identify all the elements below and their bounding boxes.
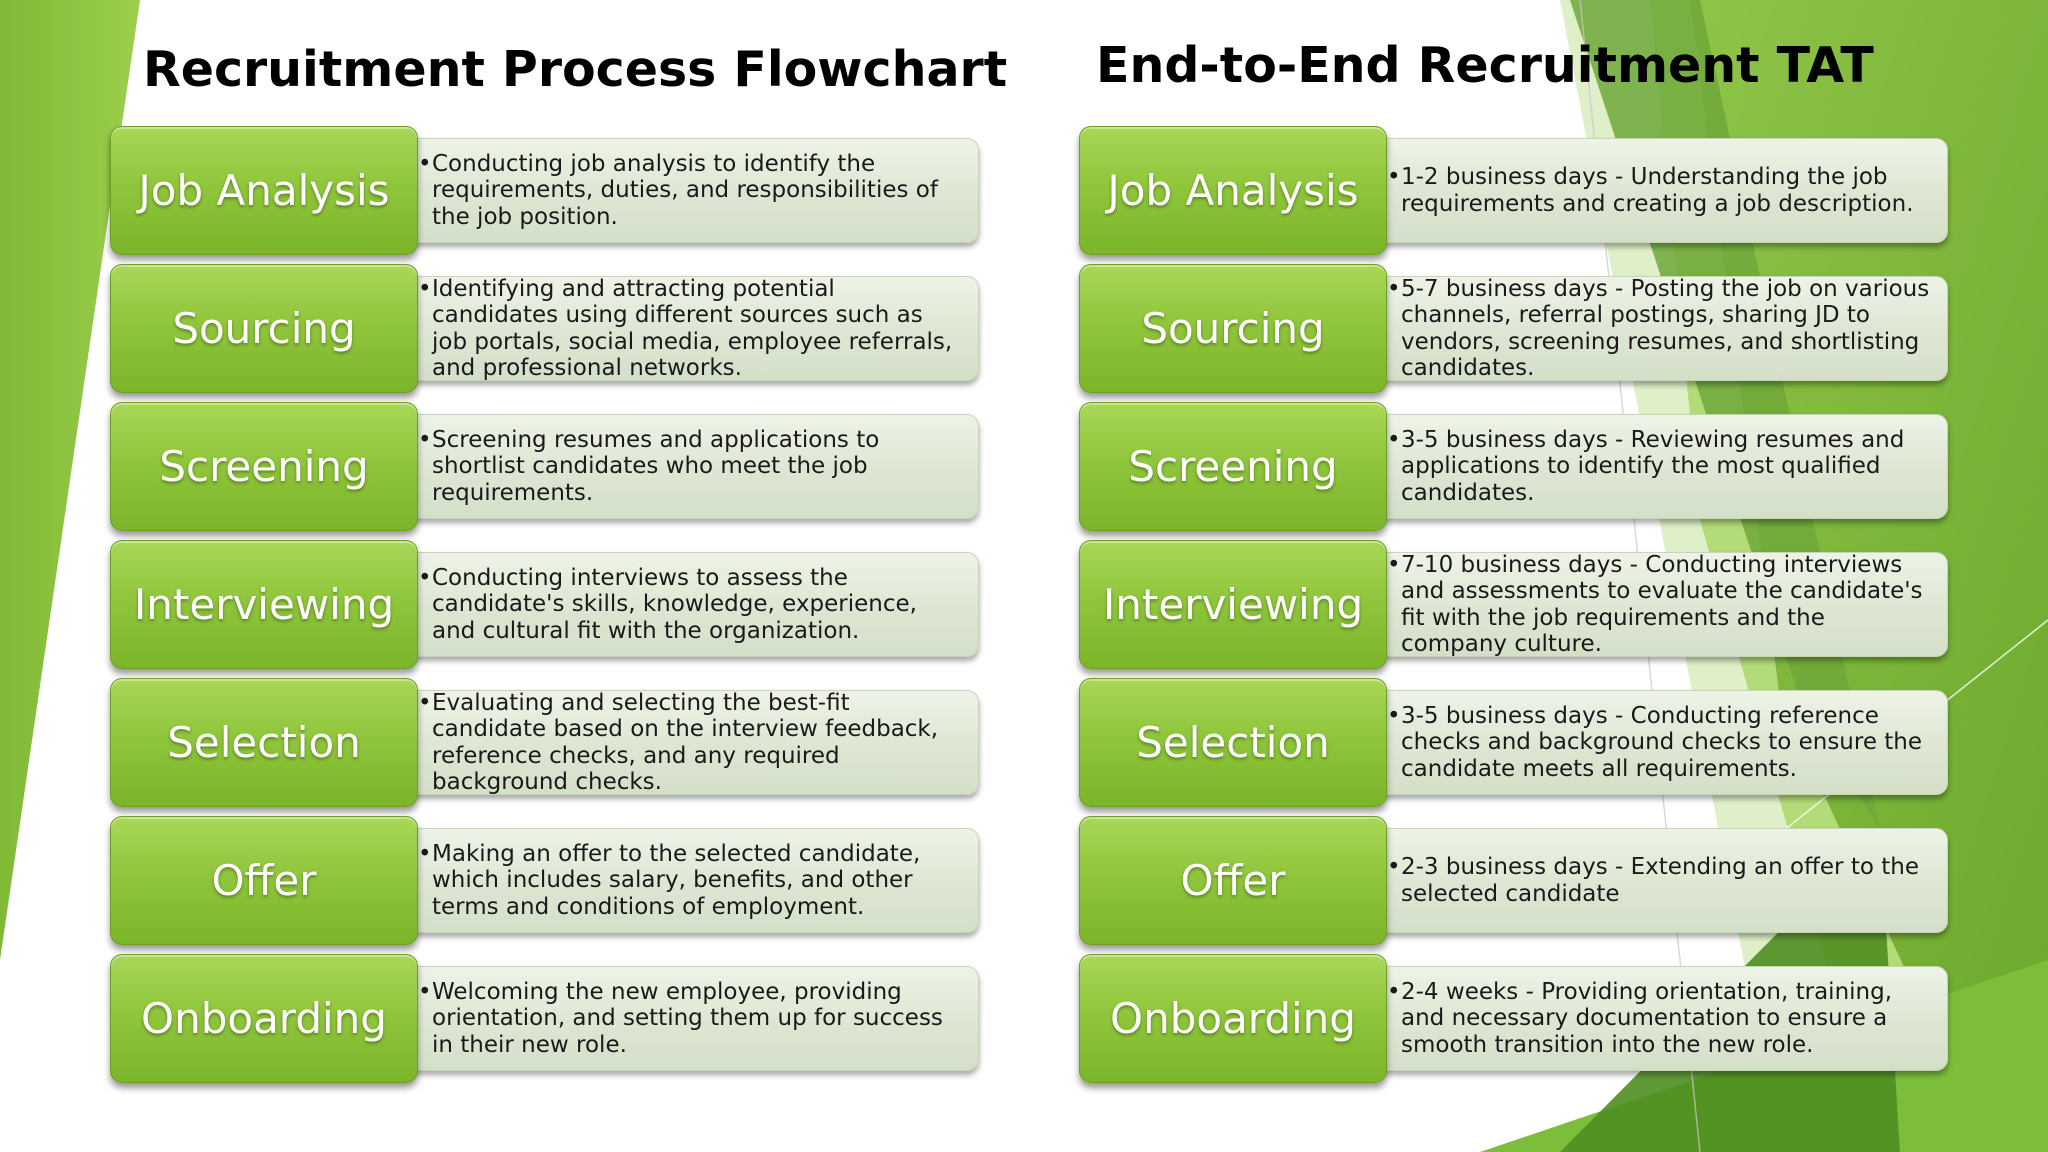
tat-detail-text: 5-7 business days - Posting the job on v…	[1401, 275, 1930, 382]
process-detail-text: Conducting interviews to assess the cand…	[432, 564, 917, 644]
process-step-label: Sourcing	[172, 304, 356, 353]
tat-detail-box: •1-2 business days - Understanding the j…	[1354, 138, 1948, 243]
process-step-box: Sourcing	[110, 264, 418, 393]
tat-row-interviewing: •7-10 business days - Conducting intervi…	[1079, 540, 1949, 672]
process-detail-box: •Evaluating and selecting the best-fit c…	[385, 690, 979, 795]
process-step-box: Selection	[110, 678, 418, 807]
process-detail-text: Evaluating and selecting the best-fit ca…	[432, 689, 939, 796]
process-row-job-analysis: •Conducting job analysis to identify the…	[110, 126, 980, 258]
tat-detail-box: •2-4 weeks - Providing orientation, trai…	[1354, 966, 1948, 1071]
tat-detail-text: 3-5 business days - Reviewing resumes an…	[1401, 426, 1905, 506]
bullet-glyph: •	[1387, 978, 1401, 1005]
process-detail-box: •Conducting interviews to assess the can…	[385, 552, 979, 657]
tat-row-sourcing: •5-7 business days - Posting the job on …	[1079, 264, 1949, 396]
process-row-onboarding: •Welcoming the new employee, providing o…	[110, 954, 980, 1086]
tat-row-screening: •3-5 business days - Reviewing resumes a…	[1079, 402, 1949, 534]
process-detail-text: Making an offer to the selected candidat…	[432, 840, 921, 920]
process-detail-box: •Welcoming the new employee, providing o…	[385, 966, 979, 1071]
bullet-glyph: •	[1387, 551, 1401, 578]
tat-step-label: Screening	[1128, 442, 1338, 491]
tat-step-label: Offer	[1180, 856, 1286, 905]
process-detail-box: •Making an offer to the selected candida…	[385, 828, 979, 933]
tat-detail-text: 2-4 weeks - Providing orientation, train…	[1401, 978, 1893, 1058]
process-step-label: Onboarding	[141, 994, 387, 1043]
process-detail-text: Welcoming the new employee, providing or…	[432, 978, 943, 1058]
bullet-glyph: •	[1387, 426, 1401, 453]
title-recruitment-process-flowchart: Recruitment Process Flowchart	[143, 41, 1008, 98]
process-detail-text: Conducting job analysis to identify the …	[432, 150, 938, 230]
process-row-sourcing: •Identifying and attracting potential ca…	[110, 264, 980, 396]
process-step-box: Interviewing	[110, 540, 418, 669]
process-step-box: Job Analysis	[110, 126, 418, 255]
process-step-box: Screening	[110, 402, 418, 531]
tat-step-box: Selection	[1079, 678, 1387, 807]
tat-step-label: Onboarding	[1110, 994, 1356, 1043]
tat-step-box: Offer	[1079, 816, 1387, 945]
process-row-offer: •Making an offer to the selected candida…	[110, 816, 980, 948]
bullet-glyph: •	[418, 275, 432, 302]
bullet-glyph: •	[418, 150, 432, 177]
bullet-glyph: •	[1387, 164, 1401, 190]
process-detail-text: Identifying and attracting potential can…	[432, 275, 953, 382]
process-row-selection: •Evaluating and selecting the best-fit c…	[110, 678, 980, 810]
tat-step-box: Job Analysis	[1079, 126, 1387, 255]
tat-detail-text: 1-2 business days - Understanding the jo…	[1401, 164, 1914, 217]
tat-step-label: Job Analysis	[1107, 166, 1359, 215]
tat-row-job-analysis: •1-2 business days - Understanding the j…	[1079, 126, 1949, 258]
process-detail-box: •Screening resumes and applications to s…	[385, 414, 979, 519]
bullet-glyph: •	[418, 689, 432, 716]
bullet-glyph: •	[1387, 275, 1401, 302]
bullet-glyph: •	[418, 840, 432, 867]
process-detail-text: Screening resumes and applications to sh…	[432, 426, 880, 506]
process-step-box: Onboarding	[110, 954, 418, 1083]
tat-detail-text: 3-5 business days - Conducting reference…	[1401, 702, 1923, 782]
process-row-interviewing: •Conducting interviews to assess the can…	[110, 540, 980, 672]
tat-detail-box: •3-5 business days - Conducting referenc…	[1354, 690, 1948, 795]
left-green-wedge	[0, 0, 140, 960]
tat-detail-text: 7-10 business days - Conducting intervie…	[1401, 551, 1923, 658]
process-step-label: Interviewing	[133, 580, 395, 629]
process-step-label: Screening	[159, 442, 369, 491]
tat-row-selection: •3-5 business days - Conducting referenc…	[1079, 678, 1949, 810]
tat-step-label: Sourcing	[1141, 304, 1325, 353]
tat-row-onboarding: •2-4 weeks - Providing orientation, trai…	[1079, 954, 1949, 1086]
bullet-glyph: •	[418, 978, 432, 1005]
bullet-glyph: •	[418, 426, 432, 453]
bullet-glyph: •	[418, 564, 432, 591]
tat-row-offer: •2-3 business days - Extending an offer …	[1079, 816, 1949, 948]
tat-step-label: Interviewing	[1102, 580, 1364, 629]
tat-detail-box: •2-3 business days - Extending an offer …	[1354, 828, 1948, 933]
process-step-label: Selection	[167, 718, 361, 767]
tat-step-label: Selection	[1136, 718, 1330, 767]
tat-step-box: Screening	[1079, 402, 1387, 531]
tat-step-box: Interviewing	[1079, 540, 1387, 669]
tat-detail-box: •5-7 business days - Posting the job on …	[1354, 276, 1948, 381]
tat-detail-text: 2-3 business days - Extending an offer t…	[1401, 854, 1919, 907]
tat-detail-box: •7-10 business days - Conducting intervi…	[1354, 552, 1948, 657]
tat-step-box: Onboarding	[1079, 954, 1387, 1083]
bullet-glyph: •	[1387, 702, 1401, 729]
tat-detail-box: •3-5 business days - Reviewing resumes a…	[1354, 414, 1948, 519]
tat-step-box: Sourcing	[1079, 264, 1387, 393]
process-detail-box: •Identifying and attracting potential ca…	[385, 276, 979, 381]
process-detail-box: •Conducting job analysis to identify the…	[385, 138, 979, 243]
process-step-label: Job Analysis	[138, 166, 390, 215]
process-row-screening: •Screening resumes and applications to s…	[110, 402, 980, 534]
process-step-box: Offer	[110, 816, 418, 945]
bullet-glyph: •	[1387, 854, 1401, 880]
title-end-to-end-recruitment-tat: End-to-End Recruitment TAT	[1096, 37, 1874, 94]
process-step-label: Offer	[211, 856, 317, 905]
